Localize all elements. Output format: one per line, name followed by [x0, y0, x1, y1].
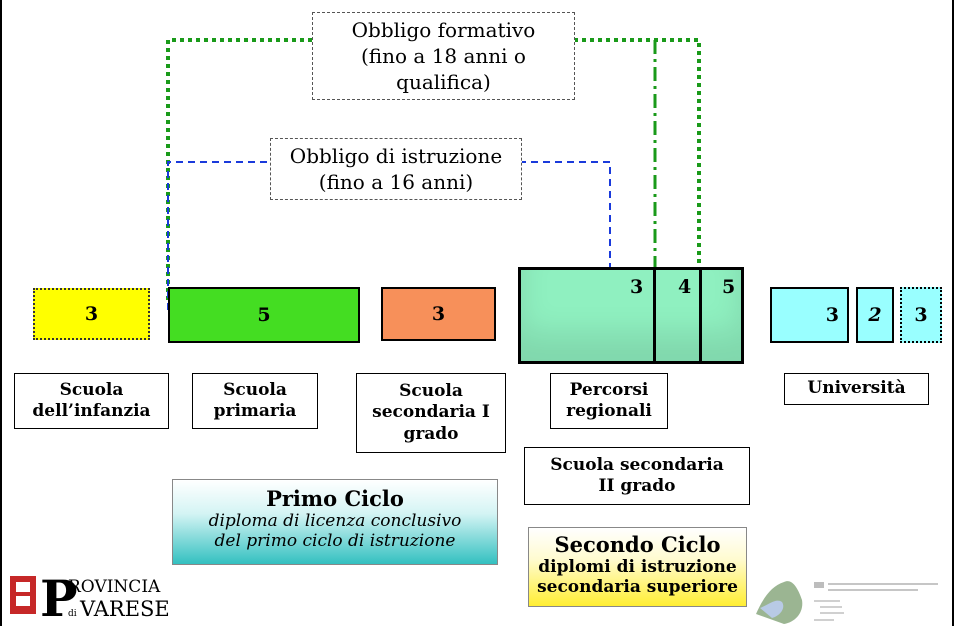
- universita-block-3: 3: [770, 287, 849, 343]
- secondaria-ii-divider-4: [653, 267, 656, 364]
- svg-text:P: P: [40, 570, 78, 622]
- secondaria-ii-divider-5: [699, 267, 702, 364]
- universita-years-3: 3: [825, 304, 839, 326]
- label-infanzia: Scuola dell’infanzia: [14, 373, 169, 429]
- label-primaria: Scuola primaria: [192, 373, 318, 429]
- label-secondaria-i: Scuola secondaria I grado: [356, 373, 506, 453]
- secondo-ciclo-subtitle: diplomi di istruzione secondaria superio…: [537, 557, 738, 598]
- svg-text:ROVINCIA: ROVINCIA: [68, 577, 161, 597]
- primo-ciclo-box: Primo Ciclo diploma di licenza conclusiv…: [172, 479, 498, 565]
- label-percorsi: Percorsi regionali: [550, 373, 668, 429]
- secondo-ciclo-title: Secondo Ciclo: [554, 532, 721, 557]
- primo-ciclo-subtitle: diploma di licenza conclusivo del primo …: [208, 511, 462, 552]
- istruzione-line: [167, 161, 611, 310]
- obbligo-formativo-box: Obbligo formativo (fino a 18 anni o qual…: [312, 12, 575, 100]
- label-universita: Università: [784, 373, 929, 405]
- label-secondaria-ii: Scuola secondaria II grado: [524, 447, 750, 505]
- secondo-ciclo-box: Secondo Ciclo diplomi di istruzione seco…: [528, 527, 747, 607]
- universita-years-3b: 3: [914, 304, 928, 326]
- universita-years-2: 2: [868, 304, 882, 326]
- provincia-varese-logo: P ROVINCIA di VARESE: [6, 569, 186, 628]
- svg-text:di: di: [68, 609, 77, 619]
- infanzia-years: 3: [84, 303, 99, 325]
- infanzia-block: 3: [33, 288, 150, 340]
- provincia-logo-icon: P ROVINCIA di VARESE: [10, 569, 170, 628]
- universita-block-2: 2: [856, 287, 894, 343]
- svg-text:VARESE: VARESE: [79, 597, 170, 621]
- primaria-years: 5: [257, 304, 271, 326]
- primaria-block: 5: [168, 287, 360, 343]
- obbligo-istruzione-box: Obbligo di istruzione (fino a 16 anni): [270, 138, 522, 200]
- ufficio-scolastico-logo: [754, 556, 950, 626]
- universita-block-3b: 3: [900, 287, 942, 343]
- secondaria-i-years: 3: [431, 303, 446, 325]
- secondaria-i-block: 3: [381, 287, 496, 341]
- primo-ciclo-title: Primo Ciclo: [266, 486, 404, 511]
- secondaria-ii-years-5: 5: [722, 276, 736, 298]
- formativo-line: [166, 38, 701, 330]
- lombardia-map-icon: [756, 581, 938, 624]
- secondaria-ii-years-3: 3: [630, 276, 644, 298]
- secondaria-ii-block: [518, 267, 744, 364]
- secondaria-ii-years-4: 4: [678, 276, 692, 298]
